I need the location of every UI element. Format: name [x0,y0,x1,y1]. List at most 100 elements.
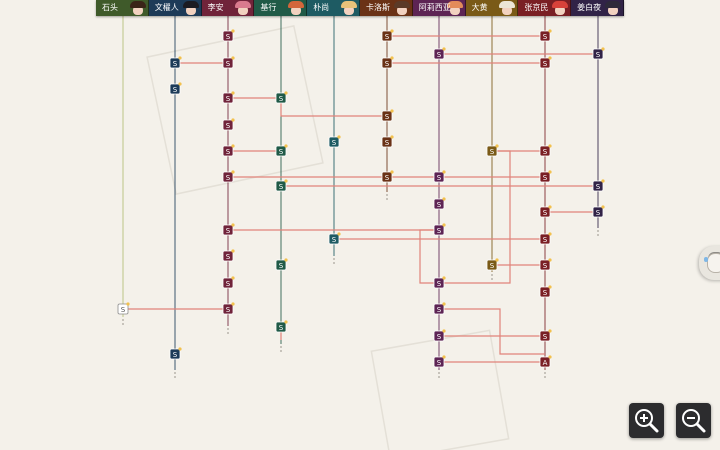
route-node[interactable]: S [222,302,235,315]
route-node[interactable]: S [169,347,182,360]
node-grade-label: S [596,51,601,59]
route-node[interactable]: S [433,355,446,368]
route-node[interactable]: S [381,29,394,42]
route-node[interactable]: S [539,144,552,157]
star-icon [231,276,235,280]
character-tab-4[interactable]: 朴尚 [307,0,360,16]
route-node[interactable]: S [433,223,446,236]
character-tab-5[interactable]: 卡洛斯 [359,0,413,16]
route-node[interactable]: S [222,223,235,236]
zoom-out-button[interactable] [676,403,711,438]
route-node[interactable]: S [328,232,341,245]
route-node[interactable]: S [433,47,446,60]
character-name: 卡洛斯 [365,3,390,12]
route-node[interactable]: S [592,179,605,192]
route-node-start[interactable]: S [117,302,130,315]
route-node[interactable]: S [381,109,394,122]
zoom-in-button[interactable] [629,403,664,438]
route-node[interactable]: S [222,276,235,289]
route-node[interactable]: S [222,29,235,42]
route-node[interactable]: S [222,118,235,131]
route-node[interactable]: S [433,329,446,342]
character-name: 李安 [207,3,224,12]
route-node[interactable]: S [433,302,446,315]
node-grade-label: S [437,359,442,367]
route-node[interactable]: S [539,29,552,42]
route-node[interactable]: S [222,170,235,183]
route-node[interactable]: S [433,276,446,289]
node-grade-label: S [226,60,231,68]
node-grade-label: S [437,201,442,209]
node-grade-label: S [543,333,548,341]
character-tab-9[interactable]: 姜白夜 [571,0,624,16]
star-icon [442,276,446,280]
route-node[interactable]: S [381,170,394,183]
character-name: 基行 [260,3,277,12]
route-node[interactable]: S [539,170,552,183]
route-node[interactable]: S [222,144,235,157]
node-grade-label: S [226,227,231,235]
star-icon [284,179,288,183]
star-icon [548,56,552,60]
route-node[interactable]: S [275,91,288,104]
node-grade-label: S [543,209,548,217]
star-icon [231,223,235,227]
route-node[interactable]: S [381,135,394,148]
node-grade-label: S [385,60,390,68]
route-node[interactable]: S [222,91,235,104]
route-node[interactable]: S [275,258,288,271]
route-node[interactable]: S [275,320,288,333]
route-node[interactable]: S [275,144,288,157]
zoom-in-icon [635,409,659,433]
route-connector [492,150,511,284]
character-tab-2[interactable]: 李安 [201,0,255,16]
character-tab-1[interactable]: 文櫂人 [148,0,202,16]
node-grade-label: A [543,359,548,367]
node-grade-label: S [437,280,442,288]
route-node[interactable]: S [486,258,499,271]
route-node[interactable]: S [486,144,499,157]
node-grade-label: S [226,33,231,41]
route-node[interactable]: S [433,197,446,210]
character-tab-7[interactable]: 大黄 [465,0,519,16]
star-icon [284,91,288,95]
route-node[interactable]: S [169,82,182,95]
star-icon [442,329,446,333]
node-grade-label: S [332,236,337,244]
route-node[interactable]: S [592,205,605,218]
avatar-icon [707,253,720,273]
route-node[interactable]: S [539,258,552,271]
route-node[interactable]: S [592,47,605,60]
node-grade-label: S [596,183,601,191]
route-node[interactable]: S [539,205,552,218]
route-node[interactable]: S [222,249,235,262]
route-node[interactable]: S [222,56,235,69]
route-node[interactable]: S [539,56,552,69]
route-node[interactable]: S [169,56,182,69]
route-node[interactable]: S [539,232,552,245]
character-name: 石头 [102,3,118,12]
star-icon [231,29,235,33]
route-node[interactable]: A [539,355,552,368]
route-node[interactable]: S [539,285,552,298]
node-grade-label: S [385,113,390,121]
route-node[interactable]: S [381,56,394,69]
side-assistant-tab[interactable] [699,246,720,280]
star-icon [442,223,446,227]
route-node[interactable]: S [328,135,341,148]
star-icon [548,144,552,148]
character-name: 大黄 [471,3,488,12]
character-tab-3[interactable]: 基行 [254,0,308,16]
route-node[interactable]: S [433,170,446,183]
route-node[interactable]: S [275,179,288,192]
character-tab-6[interactable]: 阿莉西亚 [412,0,466,16]
character-tab-0[interactable]: 石头 [96,0,149,16]
star-icon [548,329,552,333]
node-grade-label: S [332,139,337,147]
route-node[interactable]: S [539,329,552,342]
character-tab-8[interactable]: 张京民 [518,0,572,16]
node-grade-label: S [121,306,126,314]
node-grade-label: S [543,33,548,41]
zoom-out-icon [682,409,706,433]
